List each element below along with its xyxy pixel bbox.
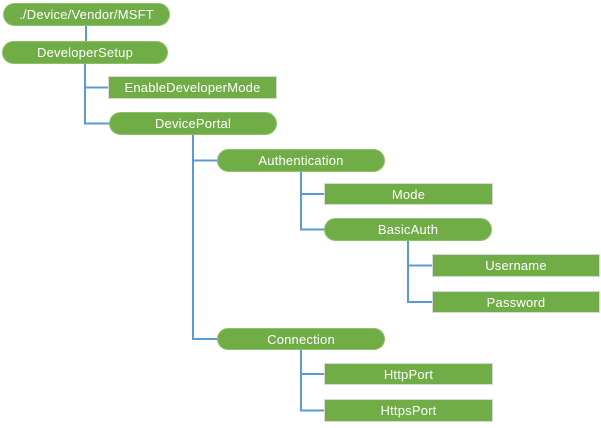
node-basic-auth: BasicAuth [324, 218, 492, 241]
node-mode: Mode [324, 183, 493, 205]
node-device-vendor-msft: ./Device/Vendor/MSFT [3, 3, 170, 26]
node-password: Password [432, 291, 600, 313]
node-connection: Connection [217, 328, 385, 350]
connector-group [84, 26, 434, 412]
node-https-port: HttpsPort [324, 399, 493, 422]
node-http-port: HttpPort [324, 363, 493, 385]
node-developer-setup: DeveloperSetup [2, 41, 168, 64]
node-enable-developer-mode: EnableDeveloperMode [108, 76, 277, 99]
node-authentication: Authentication [217, 149, 385, 172]
node-username: Username [432, 254, 600, 277]
node-device-portal: DevicePortal [109, 112, 277, 135]
